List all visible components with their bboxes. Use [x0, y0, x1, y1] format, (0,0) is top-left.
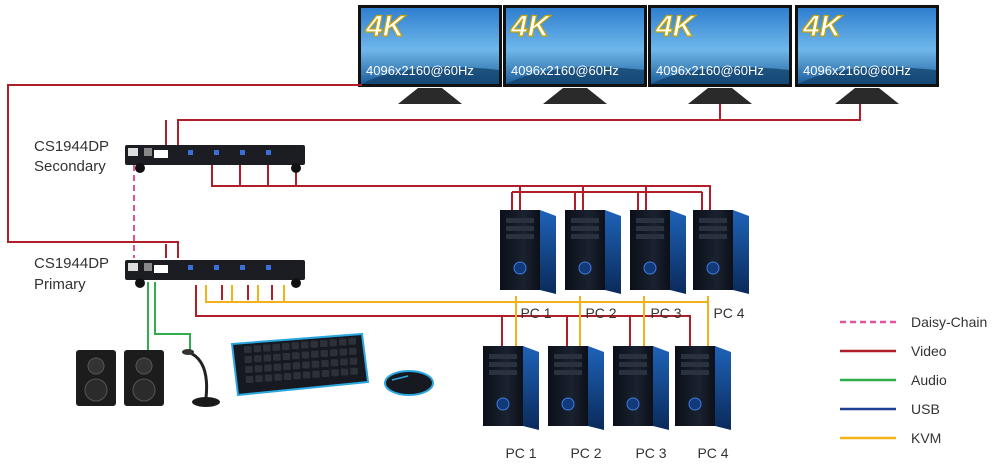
pc-tower: PC 4 [675, 346, 731, 461]
monitor-icon: 4K 4096x2160@60Hz [358, 5, 502, 104]
secondary-role-label: Secondary [34, 158, 106, 175]
monitor-resolution-label: 4096x2160@60Hz [366, 63, 474, 78]
kvm-switch-icon [125, 260, 305, 288]
legend-label: Daisy-Chain [911, 314, 987, 330]
microphone-icon [182, 349, 220, 407]
pc-label: PC 4 [713, 305, 744, 321]
pc-tower: PC 4 [693, 210, 749, 321]
audio-cables [147, 282, 191, 352]
primary-role-label: Primary [34, 276, 86, 293]
pc-tower: PC 3 [630, 210, 686, 321]
kvm-switch-secondary: CS1944DP Secondary [34, 138, 305, 175]
pc-label: PC 2 [570, 445, 601, 461]
pc-tower-icon [565, 210, 621, 294]
pc-tower-icon [613, 346, 669, 430]
speakers [76, 350, 164, 406]
pc-label: PC 3 [650, 305, 681, 321]
pc-label: PC 1 [520, 305, 551, 321]
pc-tower-icon [675, 346, 731, 430]
pc-tower: PC 2 [548, 346, 604, 461]
kvm-switch-icon [125, 145, 305, 173]
monitor-4k-badge: 4K [510, 10, 552, 43]
speaker-icon [124, 350, 164, 406]
monitor-resolution-label: 4096x2160@60Hz [803, 63, 911, 78]
pc-row-bottom: PC 1 PC 2 PC 3 PC 4 [483, 346, 731, 461]
pc-label: PC 2 [585, 305, 616, 321]
pc-tower-icon [630, 210, 686, 294]
pc-tower-icon [693, 210, 749, 294]
legend-label: KVM [911, 430, 941, 446]
pc-tower: PC 2 [565, 210, 621, 321]
monitor-icon: 4K 4096x2160@60Hz [795, 5, 939, 104]
pc-tower: PC 3 [613, 346, 669, 461]
monitor-icon: 4K 4096x2160@60Hz [503, 5, 647, 104]
monitor-4k-badge: 4K [365, 10, 407, 43]
speaker-icon [76, 350, 116, 406]
monitor-4k-badge: 4K [655, 10, 697, 43]
monitor-icon: 4K 4096x2160@60Hz [648, 5, 792, 104]
pc-label: PC 4 [697, 445, 728, 461]
pc-tower: PC 1 [483, 346, 539, 461]
pc-label: PC 1 [505, 445, 536, 461]
mouse-icon [384, 370, 434, 396]
legend-label: Audio [911, 372, 947, 388]
legend-item: Video [840, 343, 947, 359]
legend-item: Daisy-Chain [840, 314, 987, 330]
monitor-row: 4K 4096x2160@60Hz 4K 4096x2160@60Hz 4K 4096x2… [358, 5, 939, 104]
legend-label: USB [911, 401, 940, 417]
pc-label: PC 3 [635, 445, 666, 461]
legend-item: KVM [840, 430, 941, 446]
pc-tower-icon [483, 346, 539, 430]
monitor-4k-badge: 4K [802, 10, 844, 43]
monitor-resolution-label: 4096x2160@60Hz [656, 63, 764, 78]
kvm-switch-primary: CS1944DP Primary [34, 255, 305, 293]
legend-item: USB [840, 401, 940, 417]
legend-label: Video [911, 343, 947, 359]
legend-item: Audio [840, 372, 947, 388]
pc-tower-icon [500, 210, 556, 294]
monitor-resolution-label: 4096x2160@60Hz [511, 63, 619, 78]
video-cables [7, 84, 861, 348]
pc-row-top: PC 1 PC 2 PC 3 PC 4 [500, 210, 749, 321]
kvm-cables [205, 285, 709, 348]
pc-tower: PC 1 [500, 210, 556, 321]
secondary-model-label: CS1944DP [34, 138, 109, 155]
primary-model-label: CS1944DP [34, 255, 109, 272]
pc-tower-icon [548, 346, 604, 430]
keyboard-icon [230, 332, 370, 397]
